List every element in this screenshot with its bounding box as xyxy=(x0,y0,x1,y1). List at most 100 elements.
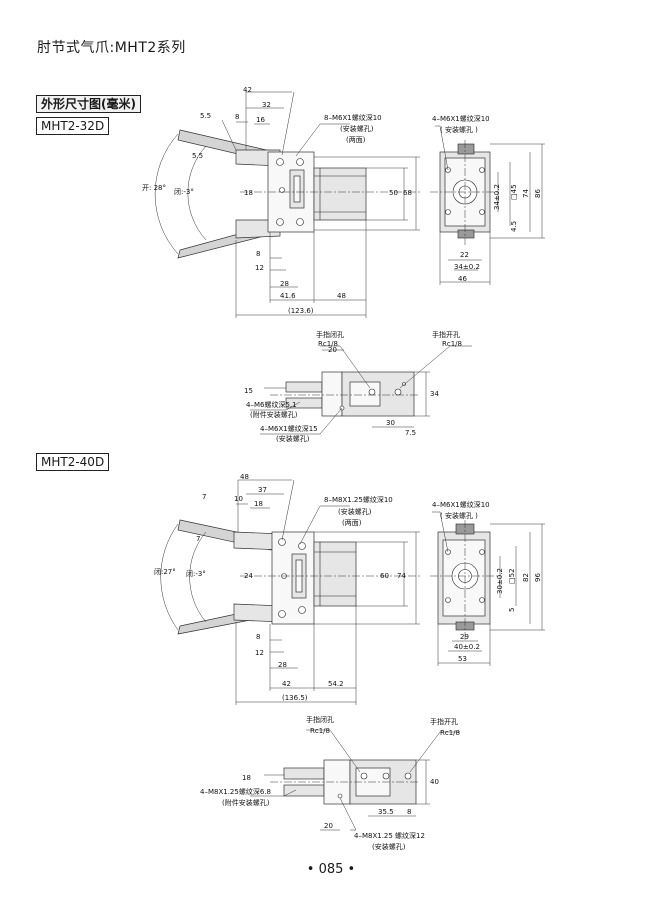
dim-22: 22 xyxy=(460,251,469,259)
dim-top: 37 xyxy=(258,486,267,494)
mht2-32d-top-view: 手指闭孔 Rc1/8 20 手指开孔 Rc1/8 15 34 30 7.5 4–… xyxy=(244,330,472,443)
dim-bottom: 48 xyxy=(337,292,346,300)
dim-bottom: 12 xyxy=(255,649,264,657)
mount-hole xyxy=(276,218,284,226)
note-side-sub: ( 安装螺孔 ) xyxy=(440,511,478,520)
dim-top: 7 xyxy=(196,535,200,543)
note-finger-holes: 4–M8X1.25螺纹深6.8 xyxy=(200,787,271,796)
note-side-mount: 4–M6X1螺纹深10 xyxy=(432,500,490,509)
dim-50: 50 xyxy=(389,189,398,197)
model-label-mht2-32d: MHT2-32D xyxy=(36,117,110,135)
dim-40: 40 xyxy=(430,778,439,786)
port-open-label: 手指开孔 xyxy=(430,717,458,726)
mht2-32d-front-view: 42 32 8 16 5.5 5.5 开: 28° 闭:-3° 18 50 68… xyxy=(142,86,420,318)
port-close-label: 手指闭孔 xyxy=(316,330,344,339)
dim-34: 34±0.2 xyxy=(493,184,501,210)
dim-top: 10 xyxy=(234,495,243,503)
mount-hole xyxy=(276,158,284,166)
dim-24: 24 xyxy=(244,572,253,580)
dim-bottom: 41.6 xyxy=(280,292,296,300)
port-open-size: Rc1/8 xyxy=(440,729,460,737)
note-side-sub: ( 安装螺孔 ) xyxy=(440,125,478,134)
mount-hole xyxy=(296,158,304,166)
note-mount-sub: (安装螺孔) xyxy=(372,842,406,851)
dim-53: 53 xyxy=(458,655,467,663)
dim-top: 8 xyxy=(235,113,239,121)
note-side-mount: 4–M6X1螺纹深10 xyxy=(432,114,490,123)
angle-close: 闭:-3° xyxy=(174,188,194,196)
note-mount-sub: (两面) xyxy=(342,519,362,527)
mht2-40d-side-view: 4–M6X1螺纹深10 ( 安装螺孔 ) 30±0.2 □52 82 96 5 … xyxy=(430,500,545,666)
dim-top: 5.5 xyxy=(200,112,211,120)
dim-74: 74 xyxy=(522,189,530,198)
angle-open: 开: 28° xyxy=(142,184,166,192)
dim-bottom: 28 xyxy=(278,661,287,669)
dim-top: 42 xyxy=(243,86,252,94)
port-close-size: Rc1/8 xyxy=(318,340,338,348)
dim-34: 34 xyxy=(430,390,439,398)
dim-45: □45 xyxy=(510,184,518,200)
note-mount-holes: 4–M6X1螺纹深15 xyxy=(260,424,318,433)
dim-18: 18 xyxy=(242,774,251,782)
dim-30: 30 xyxy=(386,419,395,427)
dim-top: 7 xyxy=(202,493,206,501)
port-open-size: Rc1/8 xyxy=(442,340,462,348)
note-mount-sub: (两面) xyxy=(346,136,366,144)
angle-close: 闭:-3° xyxy=(186,570,206,578)
dim-18: 18 xyxy=(244,189,253,197)
note-finger-holes: 4–M6螺纹深5.1 xyxy=(246,400,297,409)
pin-hole xyxy=(279,187,285,193)
mht2-40d-top-view: 手指闭孔 Rc1/8 手指开孔 Rc1/8 18 40 35.5 8 20 4–… xyxy=(200,715,460,851)
note-mount-sub: (安装螺孔) xyxy=(340,124,374,133)
port-open-label: 手指开孔 xyxy=(432,330,460,339)
note-finger-sub: (附件安装螺孔) xyxy=(222,798,270,807)
dim-bottom: 42 xyxy=(282,680,291,688)
dim-top: 16 xyxy=(256,116,265,124)
dim-68: 68 xyxy=(403,189,412,197)
dim-bottom: (123.6) xyxy=(288,307,314,315)
dim-40: 40±0.2 xyxy=(454,643,480,651)
dim-8: 8 xyxy=(407,808,411,816)
dim-5: 5 xyxy=(508,608,516,612)
note-mount-holes: 8–M8X1.25螺纹深10 xyxy=(324,495,393,504)
port-close-label: 手指闭孔 xyxy=(306,715,334,724)
mht2-40d-front-view: 48 37 10 18 7 7 闭:27° 闭:-3° 24 60 74 8–M… xyxy=(154,473,420,705)
dim-30: 30±0.2 xyxy=(496,568,504,594)
dim-top: 48 xyxy=(240,473,249,481)
cylinder xyxy=(313,167,367,221)
note-mount-sub: (安装螺孔) xyxy=(338,507,372,516)
dim-15: 15 xyxy=(244,387,253,395)
page-title: 肘节式气爪:MHT2系列 xyxy=(37,40,186,56)
dim-46: 46 xyxy=(458,275,467,283)
dim-52: □52 xyxy=(508,568,516,584)
mount-hole xyxy=(296,218,304,226)
dim-top: 18 xyxy=(254,500,263,508)
dim-bottom: 28 xyxy=(280,280,289,288)
dim-bottom: 8 xyxy=(256,633,260,641)
note-mount-holes: 8–M6X1螺纹深10 xyxy=(324,113,382,122)
dim-29: 29 xyxy=(460,633,469,641)
dim-top: 5.5 xyxy=(192,152,203,160)
dim-4-5: 4.5 xyxy=(510,221,518,232)
dim-20: 20 xyxy=(328,346,337,354)
model-label-mht2-40d: MHT2-40D xyxy=(36,453,110,471)
dim-60: 60 xyxy=(380,572,389,580)
dim-7-5: 7.5 xyxy=(405,429,416,437)
angle-open: 闭:27° xyxy=(154,568,176,576)
dim-96: 96 xyxy=(534,573,542,582)
note-mount-holes: 4–M8X1.25 螺纹深12 xyxy=(354,831,425,840)
dim-bottom: 12 xyxy=(255,264,264,272)
dim-20: 20 xyxy=(324,822,333,830)
section-heading: 外形尺寸图(毫米) xyxy=(36,95,141,113)
dim-35-5: 35.5 xyxy=(378,808,394,816)
dim-34b: 34±0.2 xyxy=(454,263,480,271)
dim-bottom: 54.2 xyxy=(328,680,344,688)
dim-bottom: (136.5) xyxy=(282,694,308,702)
dim-82: 82 xyxy=(522,573,530,582)
mht2-32d-side-view: 4–M6X1螺纹深10 ( 安装螺孔 ) 34±0.2 □45 74 86 4.… xyxy=(430,114,545,285)
dim-74: 74 xyxy=(397,572,406,580)
front-slot-inner xyxy=(293,175,301,203)
note-finger-sub: (附件安装螺孔) xyxy=(250,410,298,419)
note-mount-sub: (安装螺孔) xyxy=(276,434,310,443)
port-close-size: Rc1/8 xyxy=(310,727,330,735)
